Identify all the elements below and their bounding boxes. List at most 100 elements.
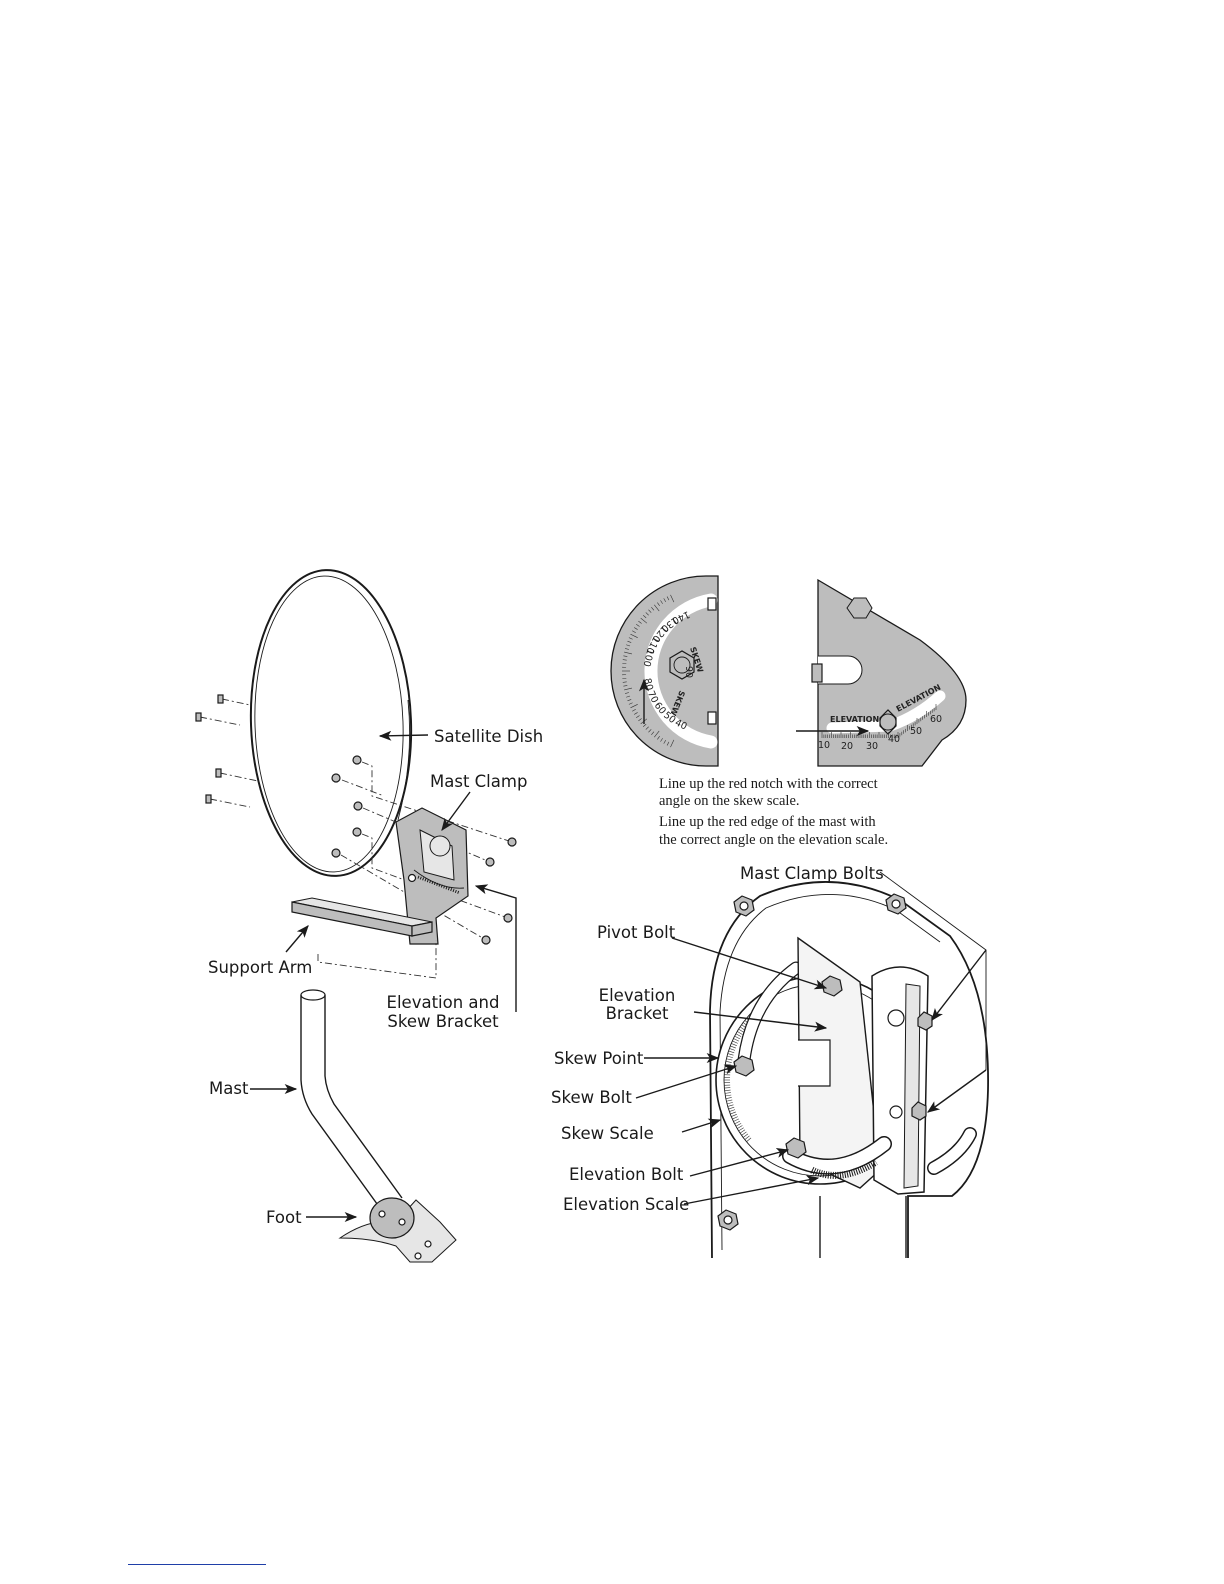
caption-elevation-line2: the correct angle on the elevation scale… [659,832,888,848]
skew-tick [642,615,647,619]
skew-tick [633,712,638,715]
skew-tick [670,594,675,603]
elevation-word-left: ELEVATION [830,715,879,724]
detail-skew-tick [734,1035,741,1040]
elevation-tick-label: 30 [866,741,878,752]
detail-skew-tick [726,1055,733,1058]
label-support-arm: Support Arm [208,958,312,977]
skew-tick [636,715,640,718]
detail-skew-tick [744,1135,750,1140]
detail-skew-tick [746,1137,752,1142]
detail-skew-tick [733,1118,739,1122]
skew-tick [624,687,633,691]
detail-skew-tick [728,1050,735,1054]
elevation-tick-label: 10 [818,740,830,751]
detail-skew-tick [741,1131,747,1136]
label-elevation-bracket-line2: Bracket [606,1004,669,1023]
label-elevation-bolt: Elevation Bolt [569,1165,684,1184]
skew-tick [622,681,627,683]
skew-tick [640,617,648,624]
skew-tick [630,704,638,709]
detail-skew-tick [735,1033,742,1037]
label-skew-point: Skew Point [554,1049,644,1068]
mast-drawing [300,989,403,1209]
skew-tick [660,600,663,604]
skew-tick [625,692,630,694]
skew-tick-label: 100 [641,648,656,668]
detail-skew-tick [726,1058,733,1061]
detail-skew-tick [733,1038,739,1042]
skew-tick [622,659,627,661]
caption-skew-line2: angle on the skew scale. [659,793,800,809]
skew-tick [638,620,642,624]
detail-skew-tick [737,1031,743,1035]
detail-skew-tick [742,1133,749,1138]
detail-bolts [717,893,933,1231]
elevation-tick-label: 40 [888,734,900,745]
skew-ninety: 90 [683,666,694,678]
satellite-dish-drawing [249,569,413,877]
dish-nuts [331,755,517,945]
skew-tick [654,730,660,738]
skew-tick [663,739,667,744]
skew-tick [657,736,660,740]
skew-tick-label: 40 [673,717,689,732]
detail-skew-tick [725,1061,732,1063]
support-arm-drawing [291,897,433,937]
skew-tick [623,655,628,657]
skew-tick [638,718,642,722]
detail-skew-tick [734,1120,741,1125]
skew-tick [628,702,633,705]
detail-skew-tick [727,1053,734,1056]
label-mast: Mast [209,1079,249,1098]
footer-rule [128,1564,266,1565]
skew-tick [657,602,660,606]
label-pivot-bolt: Pivot Bolt [597,923,676,942]
detail-skew-tick [738,1127,744,1132]
elevation-tick-label: 60 [930,714,942,725]
skew-tick [628,637,633,640]
skew-tick [632,630,636,633]
dish-screws [195,694,259,808]
skew-tick [633,627,638,630]
skew-tick [625,648,630,650]
label-elevation-scale: Elevation Scale [563,1195,689,1214]
skew-tick [651,607,655,611]
detail-skew-tick [739,1129,746,1134]
skew-tick [670,739,675,748]
elevation-tick-label: 50 [910,726,922,737]
skew-tick [624,651,633,655]
detail-skew-tick [731,1114,737,1117]
label-elevation-skew-line2: Skew Bracket [387,1012,499,1031]
detail-skew-tick [725,1097,732,1099]
skew-tick [627,699,632,702]
detail-skew-tick [725,1094,732,1097]
label-mast-clamp-bolts: Mast Clamp Bolts [740,864,884,883]
skew-tick [654,604,660,612]
label-foot: Foot [266,1208,302,1227]
detail-skew-tick [735,1123,742,1127]
detail-skew-tick [730,1111,736,1115]
skew-tick [626,644,631,647]
detail-skew-tick [729,1109,736,1112]
captions: Line up the red notch with the correct a… [659,776,888,848]
bracket-assembly-drawing [395,807,469,945]
skew-tick [630,633,638,638]
skew-tick [642,723,647,727]
detail-skew-tick [728,1106,735,1110]
skew-tick [666,741,670,746]
label-skew-bolt: Skew Bolt [551,1088,632,1107]
detail-skew-tick [724,1087,731,1089]
skew-tick [663,598,667,603]
detail-skew-tick [730,1045,736,1049]
skew-tick [645,612,649,616]
detail-skew-tick [726,1102,733,1105]
skew-scale-ticks [724,1018,752,1142]
detail-skew-tick [724,1092,731,1094]
skew-tick [632,709,636,712]
skew-tick-label: 70 [645,689,660,705]
detail-skew-tick [732,1116,738,1120]
